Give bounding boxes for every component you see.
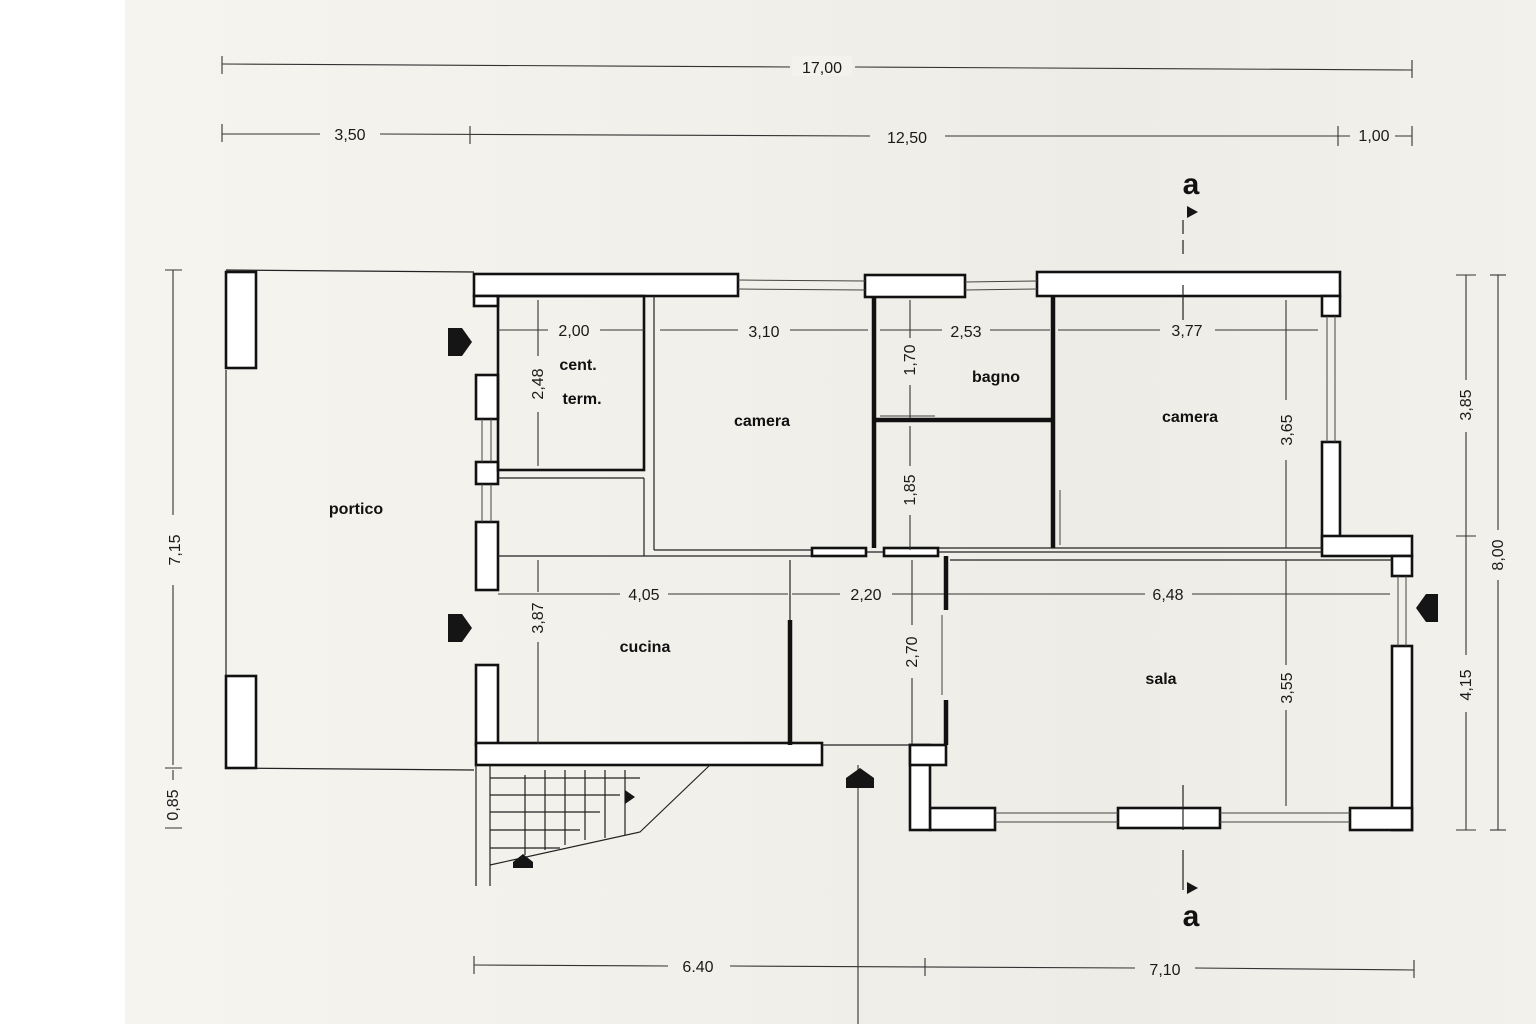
dim-bottom-left-label: 6.40 xyxy=(682,959,713,976)
portico-pillar-top xyxy=(224,270,258,370)
outer-walls xyxy=(472,270,1414,832)
dimension-partial-widths: 3,50 12,50 1,00 xyxy=(221,124,1413,147)
section-mark-top: a xyxy=(1183,168,1200,201)
dim-hall-width: 2,20 xyxy=(850,587,881,604)
room-cucina: cucina xyxy=(620,639,671,656)
stairs xyxy=(475,764,859,1024)
dim-cucina-height: 3,87 xyxy=(530,602,547,633)
room-camera-right: camera xyxy=(1162,409,1218,426)
dim-left-step-label: 0,85 xyxy=(165,789,182,820)
dim-cent-width: 2,00 xyxy=(558,323,589,340)
dim-right-lower-label: 4,15 xyxy=(1458,669,1475,700)
room-cent-line2: term. xyxy=(562,391,601,408)
room-dimension-lines xyxy=(498,300,1390,806)
dim-cucina-width: 4,05 xyxy=(628,587,659,604)
room-camera-left: camera xyxy=(734,413,790,430)
dim-right-offset-label: 1,00 xyxy=(1358,128,1389,145)
dim-portico-width-label: 3,50 xyxy=(334,127,365,144)
room-labels: portico cent. term. camera bagno camera … xyxy=(329,357,1218,688)
dim-main-width-label: 12,50 xyxy=(887,130,927,147)
dim-sala-width: 6,48 xyxy=(1152,587,1183,604)
dim-bagno-width: 2,53 xyxy=(950,324,981,341)
section-line: a a xyxy=(1182,168,1200,933)
entrance-arrow-top-left xyxy=(448,328,472,356)
room-sala: sala xyxy=(1145,671,1176,688)
dim-camera-left-width: 3,10 xyxy=(748,324,779,341)
dim-hall-height: 2,70 xyxy=(904,636,921,667)
dim-bagno-height: 1,70 xyxy=(902,344,919,375)
section-mark-bottom: a xyxy=(1183,900,1200,933)
dim-total-width-label: 17,00 xyxy=(802,60,842,77)
portico-pillar-bottom xyxy=(224,674,258,770)
stair-arrow xyxy=(625,790,635,804)
dim-hall-upper-height: 1,85 xyxy=(902,474,919,505)
dim-right-total-label: 8,00 xyxy=(1490,539,1507,570)
room-portico: portico xyxy=(329,501,383,518)
dim-bottom-right-label: 7,10 xyxy=(1149,962,1180,979)
entrance-arrow-bottom xyxy=(846,768,874,788)
dim-camera-right-width: 3,77 xyxy=(1171,323,1202,340)
room-dimension-labels: 2,00 2,48 3,10 2,53 1,70 1,85 3,77 3,65 … xyxy=(530,323,1296,704)
portico-area xyxy=(224,269,475,771)
interior-walls xyxy=(496,294,1392,746)
entrance-arrow-mid-left xyxy=(448,614,472,642)
entrance-arrow-right xyxy=(1416,594,1438,622)
dim-cent-height: 2,48 xyxy=(530,368,547,399)
stair-entry-arrow xyxy=(513,854,533,868)
doors xyxy=(880,415,1061,695)
dimension-left-heights: 7,15 0,85 xyxy=(165,269,184,829)
dim-camera-right-height: 3,65 xyxy=(1279,414,1296,445)
room-bagno: bagno xyxy=(972,369,1020,386)
dim-right-upper-label: 3,85 xyxy=(1458,389,1475,420)
dim-sala-height: 3,55 xyxy=(1279,672,1296,703)
paper-sheet xyxy=(125,0,1536,1024)
dimension-right-heights: 3,85 4,15 8,00 xyxy=(1456,274,1507,831)
dimension-bottom-widths: 6.40 7,10 xyxy=(473,956,1415,979)
windows xyxy=(481,279,1407,823)
dim-left-height-label: 7,15 xyxy=(167,534,184,565)
dimension-total-width: 17,00 xyxy=(221,56,1413,78)
entrance-arrows xyxy=(448,328,1438,868)
room-cent-line1: cent. xyxy=(559,357,596,374)
